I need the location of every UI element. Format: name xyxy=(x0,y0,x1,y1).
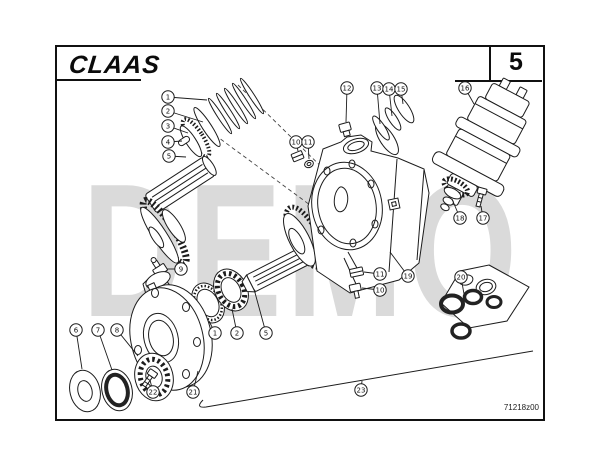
callout-10: 10 xyxy=(289,135,303,152)
shim-pack xyxy=(207,77,265,135)
callout-1: 1 xyxy=(161,90,208,104)
svg-text:16: 16 xyxy=(461,85,470,93)
callout-9: 9 xyxy=(167,262,188,276)
svg-text:5: 5 xyxy=(167,153,171,161)
washer-11 xyxy=(304,159,314,169)
svg-text:22: 22 xyxy=(149,389,158,397)
bolt-10-lower xyxy=(348,282,362,299)
svg-text:2: 2 xyxy=(166,108,170,116)
svg-text:5: 5 xyxy=(264,330,268,338)
gearbox-housing xyxy=(307,134,430,294)
bevel-gear xyxy=(139,196,190,267)
callout-20: 20 xyxy=(454,270,468,295)
callout-6: 6 xyxy=(69,323,83,370)
svg-text:23: 23 xyxy=(357,387,366,395)
svg-text:6: 6 xyxy=(74,327,79,335)
svg-text:3: 3 xyxy=(166,123,170,131)
svg-text:10: 10 xyxy=(376,287,385,295)
callout-23: 23 xyxy=(354,380,368,397)
svg-text:17: 17 xyxy=(479,215,488,223)
nut-11-lower xyxy=(349,266,365,278)
seal-ring-2 xyxy=(193,107,221,147)
svg-text:10: 10 xyxy=(292,139,301,147)
callout-21: 21 xyxy=(186,370,200,399)
bolt-17 xyxy=(475,186,488,208)
page-number: 5 xyxy=(509,48,523,76)
svg-text:14: 14 xyxy=(385,86,394,94)
motor-gear xyxy=(440,176,471,212)
callout-11: 11 xyxy=(363,267,387,281)
callout-16: 16 xyxy=(458,81,475,105)
hydraulic-motor xyxy=(431,77,530,206)
callout-17: 17 xyxy=(476,205,490,225)
callout-11: 11 xyxy=(301,135,315,160)
bolt-22 xyxy=(141,368,158,388)
callout-7: 7 xyxy=(91,323,113,371)
callout-18: 18 xyxy=(451,198,467,225)
svg-text:20: 20 xyxy=(457,274,466,282)
callout-2: 2 xyxy=(161,104,204,123)
callout-14: 14 xyxy=(382,82,396,117)
callout-10: 10 xyxy=(361,283,387,297)
guard-rod-23 xyxy=(199,350,534,408)
callout-5: 5 xyxy=(162,149,187,163)
callout-3: 3 xyxy=(161,119,189,134)
svg-text:13: 13 xyxy=(373,85,382,93)
svg-text:11: 11 xyxy=(304,139,313,147)
svg-text:1: 1 xyxy=(166,94,170,102)
svg-text:1: 1 xyxy=(213,330,217,338)
svg-text:2: 2 xyxy=(235,330,239,338)
page-number-underline xyxy=(455,80,542,82)
svg-text:7: 7 xyxy=(96,327,100,335)
svg-text:8: 8 xyxy=(115,327,119,335)
key xyxy=(177,135,191,147)
callout-5: 5 xyxy=(253,288,273,340)
svg-text:18: 18 xyxy=(456,215,465,223)
nut-10 xyxy=(290,150,305,163)
alignment-dash-line xyxy=(214,134,311,206)
output-shaft xyxy=(241,246,312,293)
plug-12 xyxy=(338,121,352,138)
callout-19: 19 xyxy=(389,251,415,283)
page-border xyxy=(55,45,545,421)
svg-text:11: 11 xyxy=(376,271,385,279)
callout-15: 15 xyxy=(394,82,408,105)
svg-text:4: 4 xyxy=(166,139,171,147)
gasket-kit xyxy=(439,264,530,340)
callout-1: 1 xyxy=(208,320,222,340)
callout-13: 13 xyxy=(370,81,384,125)
drawing-number: 71218z00 xyxy=(503,403,539,412)
input-shaft xyxy=(145,155,217,213)
page-number-box-line xyxy=(489,46,491,80)
callout-2: 2 xyxy=(230,308,244,340)
logo-underline xyxy=(57,79,141,81)
shaft-seal xyxy=(101,368,133,412)
callout-12: 12 xyxy=(340,81,354,123)
splined-sleeve xyxy=(179,117,212,159)
svg-text:9: 9 xyxy=(179,266,183,274)
callout-22: 22 xyxy=(146,379,160,399)
ball-bearing xyxy=(213,268,249,312)
seal-rings xyxy=(372,94,415,156)
svg-text:19: 19 xyxy=(404,273,413,281)
svg-text:15: 15 xyxy=(397,86,406,94)
svg-text:21: 21 xyxy=(189,389,198,397)
washer-6 xyxy=(69,369,101,413)
callout-8: 8 xyxy=(110,323,139,357)
callout-4: 4 xyxy=(161,135,183,149)
svg-text:12: 12 xyxy=(343,85,352,93)
